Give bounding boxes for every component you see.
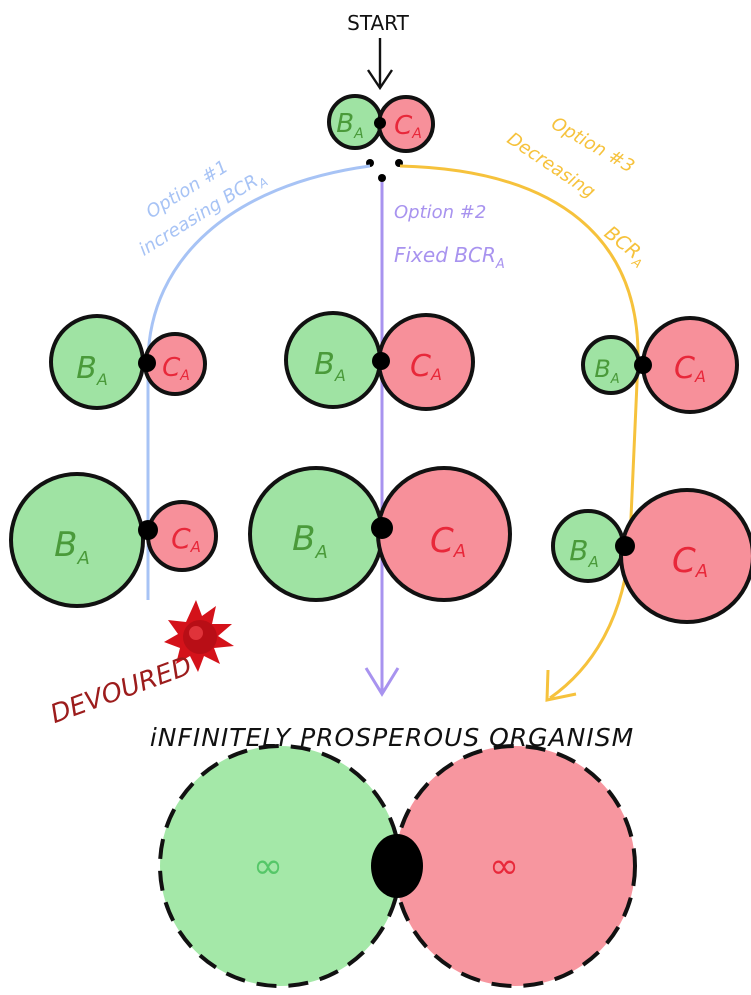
o3r1-ba-sub: A bbox=[610, 372, 620, 387]
svg-text:CA: CA bbox=[410, 349, 442, 384]
o2r1-ca: C bbox=[410, 349, 431, 384]
infinity-cost: ∞ bbox=[489, 846, 519, 887]
o3r2-ca-sub: A bbox=[695, 561, 708, 582]
option2-sub: A bbox=[495, 257, 505, 272]
o3r1-ba: B bbox=[594, 355, 610, 383]
o1r1-ca: C bbox=[162, 353, 181, 383]
svg-text:BA: BA bbox=[336, 109, 363, 142]
result-title: iNFINITELY PROSPEROUS ORGANISM bbox=[150, 723, 634, 752]
o1r2-ba: B bbox=[54, 525, 77, 565]
option1-organism-2: BA CA bbox=[9, 472, 218, 608]
option3-organism-2: BA CA bbox=[551, 488, 751, 624]
o2r1-ba-sub: A bbox=[334, 366, 346, 385]
start-ca-sub: A bbox=[411, 126, 422, 142]
option2-desc: Fixed BCR bbox=[394, 243, 496, 267]
svg-text:BA: BA bbox=[569, 534, 598, 571]
svg-text:CA: CA bbox=[672, 541, 708, 582]
option1-path bbox=[146, 164, 371, 600]
svg-text:BA: BA bbox=[314, 347, 346, 385]
svg-text:Fixed BCRA: Fixed BCRA bbox=[394, 243, 505, 272]
option2-label: Option #2 Fixed BCRA bbox=[394, 202, 505, 272]
start-ba-sub: A bbox=[353, 126, 364, 142]
o3r1-ca: C bbox=[674, 351, 695, 386]
o2r2-ba: B bbox=[292, 519, 315, 559]
o3r2-ca: C bbox=[672, 541, 696, 581]
option2-path bbox=[364, 182, 400, 697]
svg-text:BA: BA bbox=[292, 519, 328, 563]
svg-text:CA: CA bbox=[394, 111, 422, 142]
start-arrow bbox=[367, 38, 393, 91]
o3r2-ba-sub: A bbox=[587, 553, 598, 571]
svg-text:CA: CA bbox=[162, 353, 190, 384]
option1-organism-1: BA CA bbox=[49, 314, 207, 410]
option3-organism-1: BA CA bbox=[581, 316, 739, 414]
infinite-organism: ∞ ∞ bbox=[158, 744, 637, 988]
o2r1-ca-sub: A bbox=[430, 365, 442, 384]
option2-title: Option #2 bbox=[394, 202, 486, 223]
o2r2-ca: C bbox=[430, 521, 454, 561]
o1r1-ba-sub: A bbox=[96, 370, 108, 389]
o1r2-ca-sub: A bbox=[190, 538, 201, 556]
option3-label: Option #3 Decreasing BCRA bbox=[503, 113, 645, 271]
o1r2-ca: C bbox=[171, 522, 191, 555]
start-ba-label: B bbox=[336, 109, 354, 139]
o3r1-ca-sub: A bbox=[694, 367, 706, 386]
ellipsis-dots bbox=[366, 159, 403, 182]
svg-text:CA: CA bbox=[171, 522, 201, 556]
svg-text:BA: BA bbox=[594, 355, 619, 387]
option2-organism-2: BA CA bbox=[248, 466, 512, 602]
option3-path bbox=[399, 164, 640, 702]
svg-text:BA: BA bbox=[76, 351, 108, 389]
svg-text:CA: CA bbox=[430, 521, 466, 562]
svg-text:CA: CA bbox=[674, 351, 706, 386]
devoured-splat-icon bbox=[164, 600, 234, 672]
option2-organism-1: BA CA bbox=[284, 311, 475, 411]
o2r1-ba: B bbox=[314, 347, 335, 382]
o1r2-ba-sub: A bbox=[77, 548, 90, 569]
o1r1-ca-sub: A bbox=[179, 368, 190, 384]
start-organism: BA CA bbox=[327, 94, 435, 153]
o3r2-ba: B bbox=[569, 534, 588, 567]
devoured-label: DEVOURED bbox=[46, 651, 196, 730]
start-label: START bbox=[347, 11, 409, 35]
svg-text:BA: BA bbox=[54, 525, 90, 569]
o2r2-ca-sub: A bbox=[453, 541, 466, 562]
o1r1-ba: B bbox=[76, 351, 97, 386]
start-ca-label: C bbox=[394, 111, 413, 141]
infinity-benefit: ∞ bbox=[253, 846, 283, 887]
o2r2-ba-sub: A bbox=[315, 542, 328, 563]
